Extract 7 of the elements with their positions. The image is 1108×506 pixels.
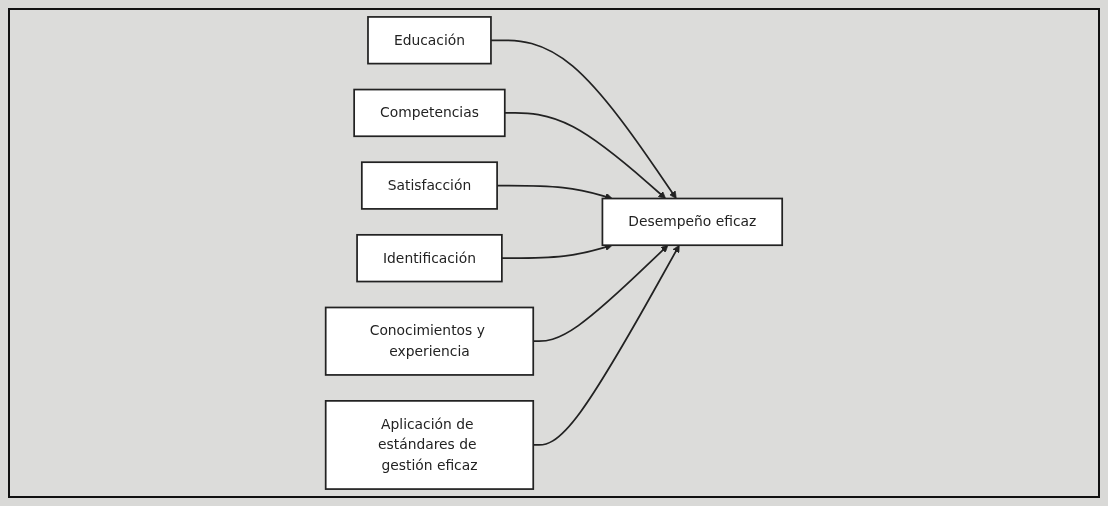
node-box: Identificación bbox=[356, 233, 503, 283]
node-box: Educación bbox=[367, 16, 492, 65]
node-box: Conocimientos y experiencia bbox=[324, 306, 535, 376]
node-box: Satisfacción bbox=[361, 161, 499, 210]
node-box: Desempeño eficaz bbox=[601, 197, 784, 247]
node-box: Aplicación de estándares de gestión eficaz bbox=[324, 400, 535, 490]
node-box: Competencias bbox=[353, 88, 506, 138]
